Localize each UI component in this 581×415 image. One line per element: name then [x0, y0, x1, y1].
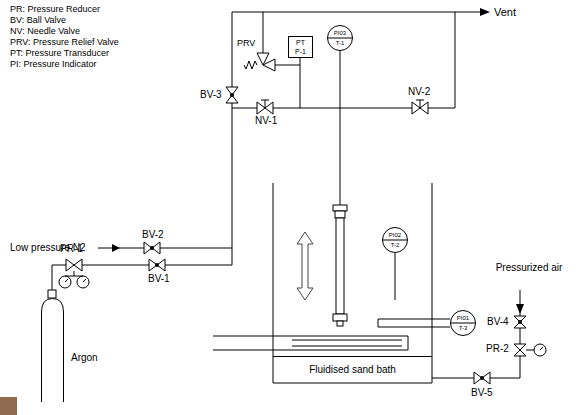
indicator-circle: PI03T-1	[327, 25, 353, 51]
legend-line: PI: Pressure Indicator	[10, 59, 97, 70]
needle-valve	[412, 102, 420, 114]
legend-line: PRV: Pressure Relief Valve	[10, 37, 119, 48]
air-pipe	[432, 290, 520, 378]
bath-label: Fluidised sand bath	[309, 364, 396, 376]
reactor-tube	[336, 218, 344, 314]
reactor-fitting	[333, 205, 347, 211]
instrument-tag: PI03	[334, 29, 346, 37]
legend-line: NV: Needle Valve	[10, 26, 80, 37]
indicator-circle-outline	[451, 311, 476, 336]
valve-label: BV-4	[487, 316, 509, 328]
legend-line: PT: Pressure Transducer	[10, 48, 109, 59]
pressure-reducer	[514, 344, 526, 350]
valve-ball	[150, 246, 154, 250]
valve-label: PR-1	[60, 243, 83, 255]
pressure-reducer	[514, 350, 526, 356]
heater-tube	[213, 336, 408, 350]
gauge-stem	[526, 350, 534, 351]
instrument-tag: P-1	[295, 47, 306, 56]
arrow-head	[480, 8, 490, 16]
indicator-divider	[383, 240, 408, 241]
needle-valve	[265, 102, 273, 114]
relief-vent-pipe	[263, 12, 264, 53]
valve-label: PR-2	[486, 343, 509, 355]
photo-fragment	[0, 397, 17, 415]
reactor-nut	[335, 211, 345, 218]
needle-valve	[257, 102, 265, 114]
indicator-divider	[451, 323, 476, 324]
gauge-stem	[65, 271, 83, 276]
indicator-circle-outline	[383, 228, 408, 253]
reactor-pipe	[340, 51, 341, 205]
valve-ball	[155, 263, 159, 267]
thermocouple-probe	[395, 253, 396, 300]
gas-label: Pressurized air	[494, 262, 564, 274]
arrow-head	[516, 304, 524, 314]
valve-label: BV-3	[200, 89, 222, 101]
pressure-reducer	[66, 259, 74, 271]
pressure-reducer	[74, 259, 82, 271]
valve-label: PRV	[237, 38, 255, 49]
motion-arrow	[297, 232, 313, 300]
needle-valve	[420, 102, 428, 114]
gas-cylinder: Argon	[41, 298, 64, 402]
needle-stem	[416, 100, 424, 108]
indicator-outline	[327, 25, 353, 51]
relief-valve	[257, 53, 269, 65]
reactor-tip	[337, 321, 343, 326]
arrow-head	[112, 244, 120, 252]
valve-label: BV-1	[148, 273, 170, 285]
vent-pipe	[232, 12, 482, 13]
instrument-tag: T-3	[459, 324, 468, 332]
legend-line: BV: Ball Valve	[10, 15, 66, 26]
relief-inlet-pipe	[275, 65, 300, 66]
cylinder-label: Argon	[71, 352, 98, 364]
valve-label: NV-2	[408, 86, 430, 98]
thermocouple	[378, 319, 450, 327]
reactor-fitting	[333, 314, 347, 321]
relief-spring	[244, 61, 257, 69]
needle-stem	[261, 100, 269, 108]
manifold-pipe	[232, 12, 455, 108]
valve-label: BV-2	[142, 229, 164, 241]
cylinder-outline	[41, 298, 64, 402]
vent-label: Vent	[494, 6, 516, 19]
sand-bath: Fluidised sand bath	[273, 356, 432, 383]
valve-label: NV-1	[255, 115, 277, 127]
main-pipe	[232, 12, 233, 265]
valve-ball	[480, 376, 484, 380]
transducer-box: PTP-1	[288, 36, 313, 58]
cylinder-valve	[48, 290, 56, 298]
indicator-circle-outline	[328, 26, 353, 51]
instrument-tag: PI01	[457, 314, 469, 322]
indicator-circle: PI01T-3	[450, 310, 476, 336]
instrument-tag: PT	[296, 38, 305, 47]
instrument-tag: T-1	[336, 39, 345, 47]
transducer-pipe	[300, 56, 301, 108]
heater-element	[292, 340, 402, 346]
instrument-tag: PI02	[389, 231, 401, 239]
indicator-circle: PI02T-2	[382, 227, 408, 253]
valve-ball	[230, 93, 234, 97]
instrument-tag: T-2	[391, 241, 400, 249]
indicator-outline	[382, 227, 408, 253]
legend-line: PR: Pressure Reducer	[10, 4, 100, 15]
valve-label: BV-5	[471, 387, 493, 399]
cylinder-body	[42, 299, 64, 403]
bath-vessel	[273, 183, 432, 383]
indicator-outline	[450, 310, 476, 336]
valve-ball	[518, 320, 522, 324]
indicator-divider	[328, 38, 353, 39]
